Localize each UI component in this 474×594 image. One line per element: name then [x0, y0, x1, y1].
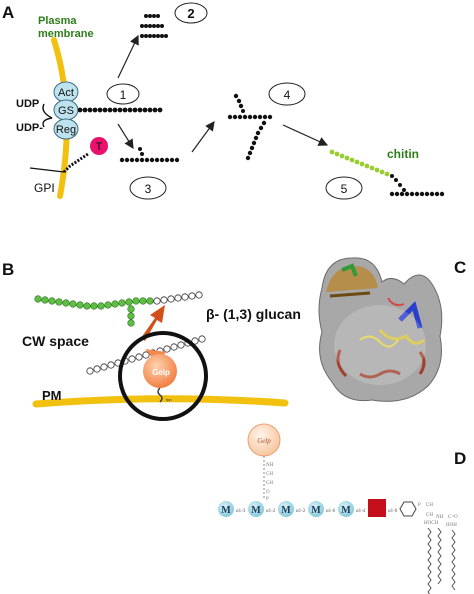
reg-label: Reg [56, 124, 76, 136]
transfer-arrow [141, 305, 165, 341]
panel-b-label: B [2, 260, 14, 279]
udp-glc-label: UDP- [16, 122, 43, 134]
pm-label: PM [42, 388, 62, 403]
lipid-tail-1 [427, 527, 432, 594]
plasma-membrane-b [32, 395, 289, 408]
linkage-5: α1-4 [356, 509, 366, 514]
svg-text:P: P [266, 497, 269, 502]
lipid-tail-3 [451, 529, 456, 591]
lipid-tail-2 [437, 527, 442, 585]
step-5-oval [325, 176, 363, 200]
gs-label: GS [58, 105, 74, 117]
mannose-3-label: M [281, 505, 291, 516]
mannose-1-label: M [221, 505, 231, 516]
arrow-to-step-5 [282, 124, 329, 146]
svg-text:CH: CH [426, 503, 433, 508]
mannose-4-label: M [311, 505, 321, 516]
step-1-label: 1 [120, 88, 127, 102]
step-4-oval [268, 82, 306, 106]
gpi-anchor-b [157, 387, 163, 403]
step-1-oval [106, 83, 140, 105]
gpi-line [29, 167, 65, 173]
protein-structure [318, 253, 446, 411]
gelp-enzyme [143, 354, 177, 388]
mannose-2 [248, 501, 264, 517]
chitin-chain [329, 149, 390, 177]
beta-glucan-label: β- (1,3) glucan [206, 306, 301, 322]
mannose-1 [218, 501, 234, 517]
branched-chain-step-3 [119, 147, 180, 163]
crosslinked-chains-step-4 [227, 93, 273, 161]
transferase-label: T [96, 141, 103, 153]
svg-text:CH: CH [426, 513, 433, 518]
anchor-label-b: fpp [166, 397, 172, 402]
plasma-membrane-label-line2: membrane [38, 28, 94, 40]
panel-d-label: D [454, 449, 466, 468]
step-4-label: 4 [284, 88, 291, 102]
glucosamine-box [368, 499, 386, 517]
transferase-t [90, 137, 108, 155]
svg-text:P: P [418, 503, 421, 508]
gpi-anchor-chain [62, 152, 89, 174]
mannose-2-label: M [251, 505, 261, 516]
plasma-membrane-label-line1: Plasma [38, 15, 77, 27]
linkage-1: α1-3 [236, 509, 246, 514]
linkage-2: α1-2 [266, 509, 276, 514]
udp-label: UDP [16, 98, 39, 110]
svg-text:NH: NH [266, 463, 274, 468]
act-label: Act [58, 87, 74, 99]
cw-space-label: CW space [22, 333, 89, 349]
mannose-5 [338, 501, 354, 517]
arrow-to-step-3 [117, 123, 134, 150]
chitin-glucan-link [389, 174, 445, 197]
gelp-label-d: Gelp [257, 437, 271, 445]
mannose-4 [308, 501, 324, 517]
udp-glc-arc [42, 117, 53, 128]
green-glucan-chain [34, 295, 154, 327]
short-chains-step-2 [140, 14, 168, 38]
mannose-3 [278, 501, 294, 517]
chitin-label: chitin [387, 147, 419, 161]
svg-text:HOCH: HOCH [424, 521, 439, 526]
arrow-to-step-2 [117, 34, 139, 79]
udp-arc [42, 103, 53, 119]
svg-text:HOH: HOH [446, 523, 457, 528]
panel-c-label: C [454, 258, 466, 277]
linkage-3: α1-2 [296, 509, 306, 514]
svg-text:CH: CH [266, 472, 273, 477]
nascent-glucan-chain [77, 107, 163, 113]
inositol-ring [399, 501, 417, 517]
step-3-label: 3 [145, 182, 152, 196]
svg-text:C=O: C=O [448, 515, 458, 520]
svg-text:NH: NH [436, 515, 444, 520]
step-3-oval [129, 176, 167, 200]
highlight-circle [118, 331, 208, 421]
gpi-label: GPI [34, 181, 55, 195]
step-2-label: 2 [187, 6, 194, 21]
white-glucan-chain-top [153, 291, 203, 305]
gelp-label-b: Gelp [152, 368, 170, 377]
step-2-oval [174, 2, 208, 24]
linkage-6: α1-6 [388, 509, 398, 514]
linker-atoms: NH CH CH OP [266, 463, 274, 502]
svg-text:CH: CH [266, 481, 273, 486]
panel-a-label: A [2, 3, 14, 22]
mannose-5-label: M [341, 505, 351, 516]
reg-subunit [53, 118, 79, 140]
mannose-chain: M α1-3 M α1-2 M α1-2 M α1-6 M α1-4 [218, 501, 366, 517]
linkage-4: α1-6 [326, 509, 336, 514]
svg-text:O: O [266, 490, 270, 495]
step-5-label: 5 [341, 182, 348, 196]
arrow-to-step-4 [191, 121, 215, 153]
